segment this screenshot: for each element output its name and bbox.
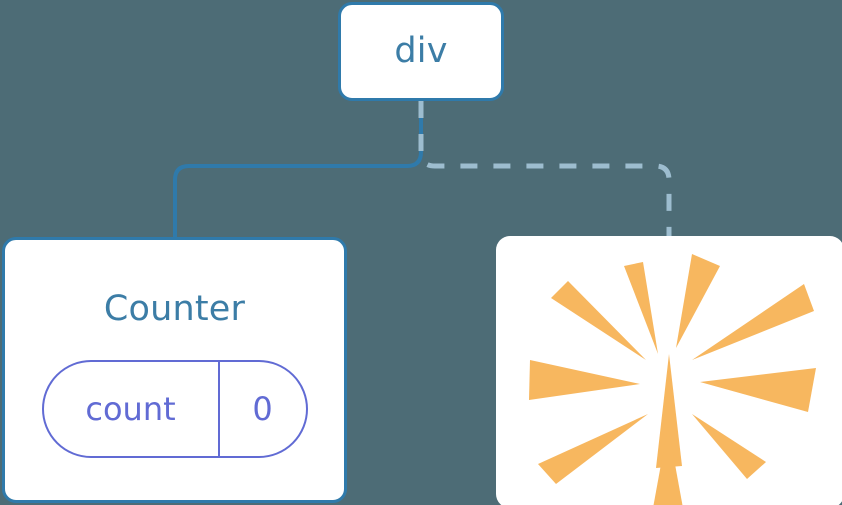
burst-ray [676,254,720,348]
node-div[interactable]: div [338,2,504,101]
node-counter[interactable]: Counter count 0 [2,237,347,503]
state-pill-count[interactable]: count 0 [41,360,308,458]
edge-div-to-burst [418,101,672,236]
state-pill-divider [217,362,220,456]
burst-ray [624,262,658,354]
burst-ray [692,414,766,479]
node-div-title: div [394,31,448,71]
burst-ray [656,354,682,468]
burst-ray [551,281,646,360]
node-burst[interactable] [496,236,842,505]
burst-ray [529,360,640,400]
burst-ray [692,284,814,360]
edge-div-to-counter [173,99,423,239]
node-counter-title: Counter [103,289,246,329]
burst-ray [653,426,683,505]
state-pill-key: count [85,390,176,428]
burst-ray [700,368,816,412]
sparkle-burst-icon [529,254,816,505]
burst-ray [538,414,648,484]
state-pill-value: 0 [252,390,273,428]
